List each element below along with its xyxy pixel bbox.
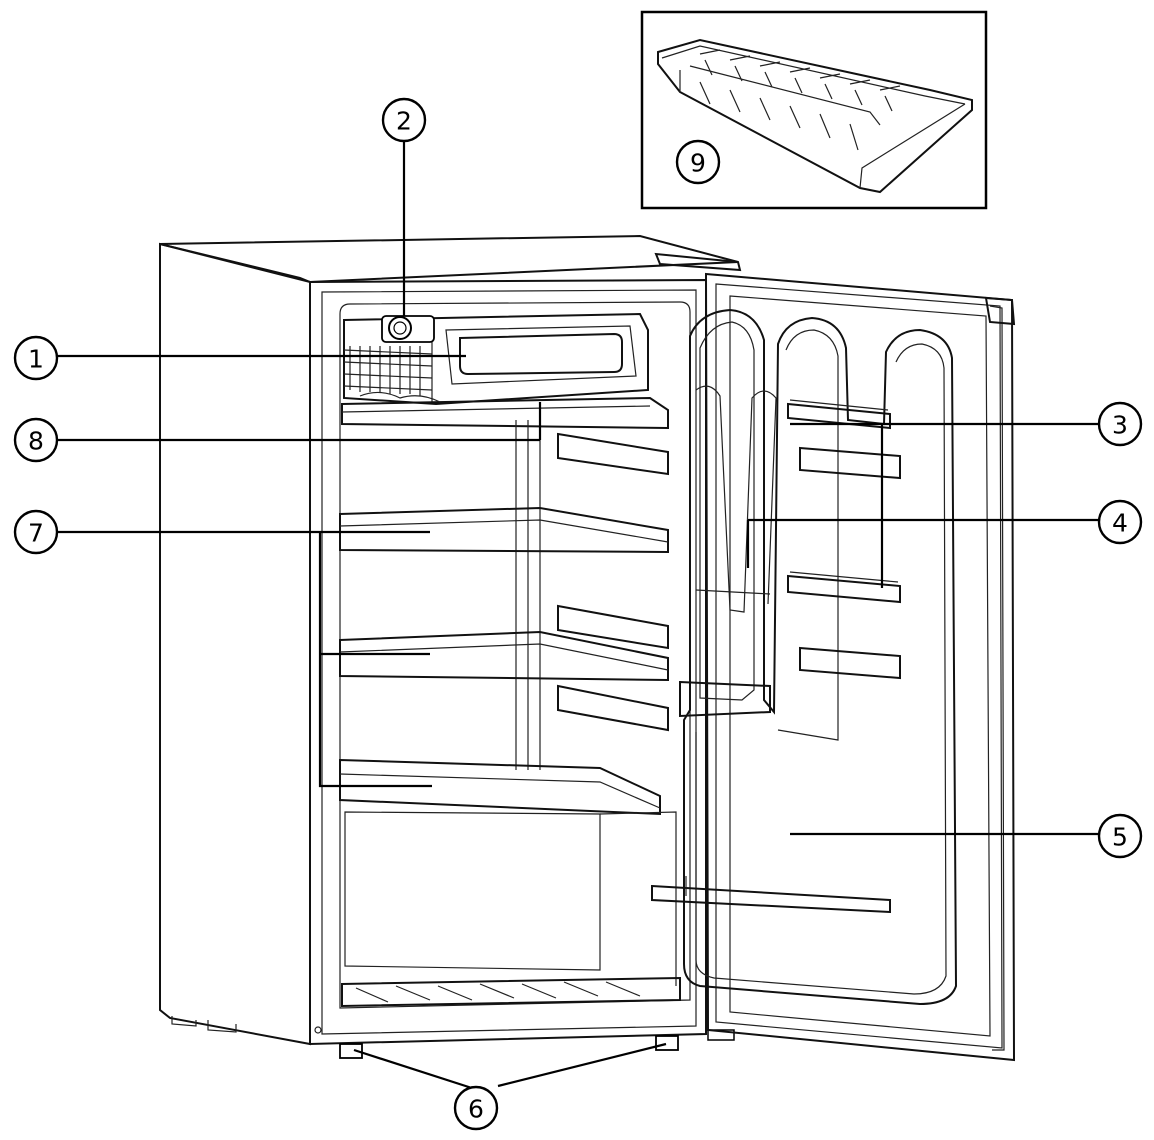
callout-6: 6 xyxy=(453,1085,499,1131)
callout-9: 9 xyxy=(675,139,721,185)
shelf-rails xyxy=(515,420,669,770)
bottom-grille xyxy=(341,976,681,1008)
drip-tray xyxy=(341,391,669,430)
leader-6a xyxy=(353,1048,479,1092)
callout-3: 3 xyxy=(1097,401,1143,447)
callout-7: 7 xyxy=(13,509,59,555)
callout-label-4: 4 xyxy=(1112,509,1128,538)
callout-label-9: 9 xyxy=(690,149,706,178)
callout-label-5: 5 xyxy=(1112,823,1128,852)
leader-lines xyxy=(56,138,1100,1092)
glass-shelves xyxy=(339,506,669,816)
callout-label-6: 6 xyxy=(468,1095,484,1124)
callout-label-8: 8 xyxy=(28,427,44,456)
callout-label-1: 1 xyxy=(28,345,44,374)
refrigerator-cabinet xyxy=(159,234,742,1059)
callout-5: 5 xyxy=(1097,813,1143,859)
leader-7-bracket xyxy=(318,532,432,788)
callout-label-7: 7 xyxy=(28,519,44,548)
leader-6b xyxy=(497,1042,667,1088)
callout-1: 1 xyxy=(13,335,59,381)
ice-tray-illustration xyxy=(657,38,973,194)
thermostat-dial xyxy=(381,315,435,343)
lower-cavity xyxy=(344,811,677,986)
callout-8: 8 xyxy=(13,417,59,463)
callout-4: 4 xyxy=(1097,499,1143,545)
callout-label-2: 2 xyxy=(396,107,412,136)
callout-2: 2 xyxy=(381,97,427,143)
refrigerator-door xyxy=(651,272,1016,1062)
callout-label-3: 3 xyxy=(1112,411,1128,440)
freezer-compartment xyxy=(343,312,649,406)
